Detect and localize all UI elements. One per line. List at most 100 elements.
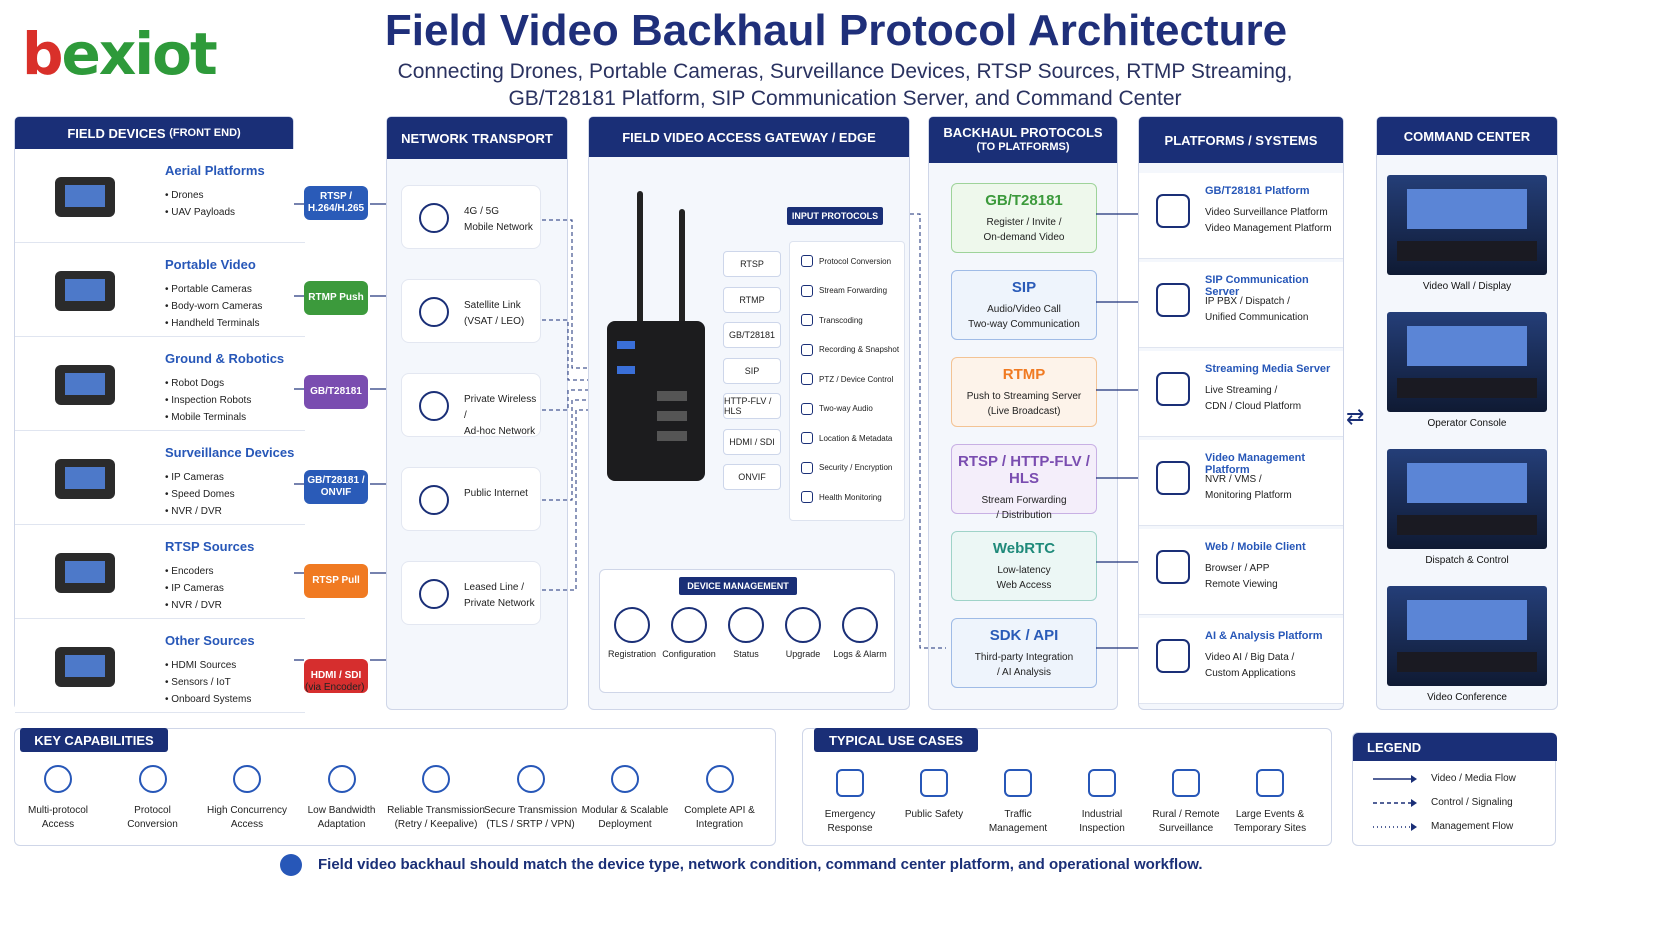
network-label-line-1: Leased Line / xyxy=(464,582,525,593)
command-center-item: Video Conference xyxy=(1387,586,1547,703)
gateway-function: Stream Forwarding xyxy=(801,284,888,297)
platform-icon xyxy=(1156,639,1190,673)
function-label: Protocol Conversion xyxy=(819,256,892,266)
use-case-item: Public Safety xyxy=(892,766,976,822)
device-items: • Portable Cameras• Body-worn Cameras• H… xyxy=(165,281,262,332)
backhaul-protocol-name: SDK / API xyxy=(989,627,1059,644)
device-item: • IP Cameras xyxy=(165,472,224,483)
capability-label-line-1: High Concurrency xyxy=(206,805,288,816)
network-label: Leased Line /Private Network xyxy=(464,580,535,612)
gateway-function: Recording & Snapshot xyxy=(801,343,900,356)
function-icon xyxy=(801,491,813,503)
platform-desc-line-1: IP PBX / Dispatch / xyxy=(1205,296,1290,307)
device-item: • NVR / DVR xyxy=(165,600,222,611)
management-item: Configuration xyxy=(658,607,720,659)
device-item-text: Drones xyxy=(171,190,204,201)
capability-label-line-2: (Retry / Keepalive) xyxy=(394,819,478,830)
capability-icon xyxy=(705,765,734,793)
function-label: Security / Encryption xyxy=(819,463,893,472)
capability-icon xyxy=(233,765,261,793)
platform-desc: IP PBX / Dispatch /Unified Communication xyxy=(1205,294,1308,326)
legend-management-flow: Management Flow xyxy=(1373,821,1513,832)
management-icon xyxy=(785,607,821,643)
gateway-device-icon xyxy=(607,191,705,481)
command-center-label: Operator Console xyxy=(1427,418,1507,429)
capability-icon xyxy=(516,765,545,793)
function-icon xyxy=(801,402,813,415)
platform-desc: Live Streaming /CDN / Cloud Platform xyxy=(1205,383,1301,415)
device-item: • Onboard Systems xyxy=(165,694,252,705)
backhaul-header-line-2: (TO PLATFORMS) xyxy=(976,141,1070,153)
gateway-function: Health Monitoring xyxy=(801,491,882,503)
device-item-text: Body-worn Cameras xyxy=(171,301,263,312)
device-item-text: IP Cameras xyxy=(171,472,224,483)
command-center-image xyxy=(1387,312,1547,412)
device-image xyxy=(35,637,135,697)
use-case-icon xyxy=(1256,769,1284,797)
device-card: Surveillance Devices• IP Cameras• Speed … xyxy=(15,431,305,525)
use-case-label-line-2: Response xyxy=(827,823,873,834)
command-center-label: Video Conference xyxy=(1427,692,1507,703)
protocol-pill: RTSP / H.264/H.265 xyxy=(304,186,368,220)
input-protocol: RTMP xyxy=(723,286,781,313)
backhaul-protocols-column: BACKHAUL PROTOCOLS(TO PLATFORMS) GB/T281… xyxy=(928,116,1118,710)
device-item: • Drones xyxy=(165,190,204,201)
function-icon xyxy=(801,461,813,474)
network-label-line-1: 4G / 5G xyxy=(464,206,500,217)
network-label-line-1: Public Internet xyxy=(464,488,528,499)
function-label: Two-way Audio xyxy=(819,404,873,413)
command-center-label: Dispatch & Control xyxy=(1425,555,1509,566)
device-card: Aerial Platforms• Drones• UAV Payloads xyxy=(15,149,305,243)
field-devices-header: FIELD DEVICES (FRONT END) xyxy=(15,117,293,149)
device-item: • HDMI Sources xyxy=(165,660,237,671)
page-title: Field Video Backhaul Protocol Architectu… xyxy=(384,6,1288,55)
network-card: Leased Line /Private Network xyxy=(401,561,541,625)
device-item-text: Speed Domes xyxy=(171,489,235,500)
device-item: • Sensors / IoT xyxy=(165,677,231,688)
device-items: • Robot Dogs• Inspection Robots• Mobile … xyxy=(165,375,251,426)
capability-label-line-2: Conversion xyxy=(127,819,178,830)
platform-desc-line-1: Video AI / Big Data / xyxy=(1205,652,1295,663)
function-label: Recording & Snapshot xyxy=(819,345,900,354)
capability-label-line-1: Protocol xyxy=(134,805,171,816)
management-label: Configuration xyxy=(662,649,716,659)
function-icon xyxy=(801,314,813,326)
management-icon xyxy=(842,607,878,643)
device-items: • Drones • UAV Payloads xyxy=(165,187,235,221)
platform-desc-line-1: NVR / VMS / xyxy=(1205,474,1262,485)
command-center-header: COMMAND CENTER xyxy=(1377,117,1557,155)
network-label-line-2: Ad-hoc Network xyxy=(464,426,536,437)
function-label: PTZ / Device Control xyxy=(819,374,894,384)
management-icon xyxy=(614,607,650,643)
capability-label-line-1: Secure Transmission xyxy=(483,805,578,816)
protocol-pill: HDMI / SDI xyxy=(304,658,368,693)
platform-name: Video Management Platform xyxy=(1205,452,1306,476)
backhaul-desc-line-1: Third-party Integration xyxy=(974,652,1074,663)
platform-desc-line-1: Video Surveillance Platform xyxy=(1205,207,1328,218)
device-item: • UAV Payloads xyxy=(165,207,236,218)
use-cases-section xyxy=(802,728,1332,846)
backhaul-protocol-desc: Push to Streaming Server(Live Broadcast) xyxy=(952,389,1096,419)
network-label-line-1: Satellite Link xyxy=(464,300,521,311)
device-item-text: Inspection Robots xyxy=(171,395,252,406)
footer-note: Field video backhaul should match the de… xyxy=(318,856,1203,873)
network-icon xyxy=(419,485,449,515)
capability-icon xyxy=(327,765,356,793)
capability-label-line-1: Multi-protocol xyxy=(27,805,89,816)
function-label: Stream Forwarding xyxy=(819,286,888,295)
legend-video-flow-label: Video / Media Flow xyxy=(1431,773,1516,784)
backhaul-desc-line-1: Register / Invite / xyxy=(986,217,1062,228)
field-devices-column: FIELD DEVICES (FRONT END) Aerial Platfor… xyxy=(14,116,305,713)
management-item: Status xyxy=(715,607,777,659)
backhaul-desc-line-1: Stream Forwarding xyxy=(981,495,1067,506)
